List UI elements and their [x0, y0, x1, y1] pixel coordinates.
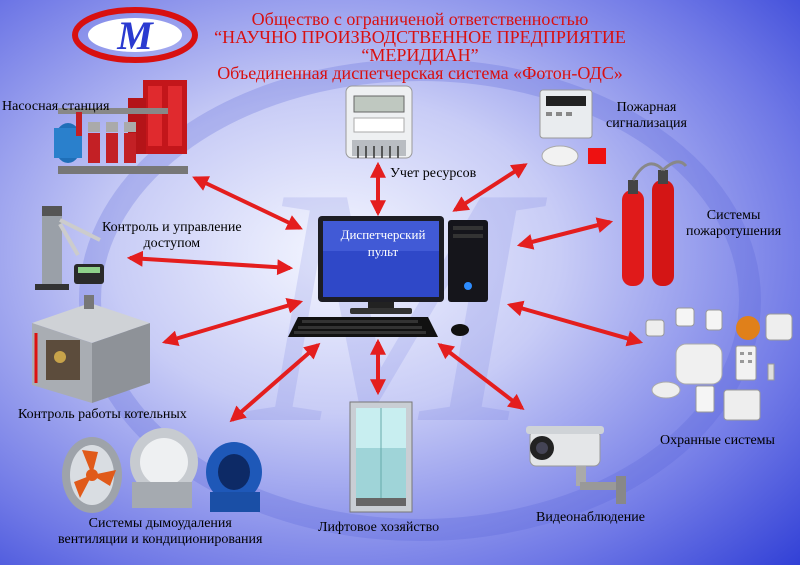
access-control-label-line2: доступом	[143, 236, 201, 251]
company-logo: M	[72, 7, 198, 63]
smoke-ventilation-label-line1: Системы дымоудаления	[88, 516, 232, 531]
video-surveillance-label: Видеонаблюдение	[536, 510, 645, 525]
fire-alarm-image	[539, 89, 606, 167]
boiler-cabinet-image	[32, 295, 150, 403]
fire-alarm-label: Пожарная сигнализация	[606, 100, 687, 132]
access-control-label-line1: Контроль и управление	[102, 220, 242, 235]
fire-extinguishing-label-line1: Системы	[706, 208, 761, 223]
ventilation-fans-image	[62, 428, 262, 513]
smoke-ventilation-label-line2: вентиляции и кондиционирования	[58, 532, 263, 547]
dispatcher-computer	[288, 216, 488, 337]
company-name-line2: “МЕРИДИАН”	[361, 45, 479, 65]
fire-extinguishing-label-line2: пожаротушения	[686, 224, 782, 239]
cctv-camera-image	[526, 426, 626, 504]
dispatcher-console-label: Диспетчерский пульт	[322, 226, 444, 260]
dispatcher-label-line2: пульт	[367, 244, 399, 259]
elevator-label: Лифтовое хозяйство	[318, 520, 440, 535]
elevator-image	[349, 401, 413, 513]
smoke-ventilation-label: Системы дымоудаления вентиляции и кондиц…	[58, 516, 262, 548]
pump-station-image	[54, 80, 188, 174]
security-systems-label: Охранные системы	[660, 433, 775, 448]
resource-metering-label: Учет ресурсов	[390, 166, 477, 181]
fire-extinguishing-cylinders-image	[622, 160, 688, 286]
fire-extinguishing-label: Системы пожаротушения	[686, 208, 781, 240]
access-control-label: Контроль и управление доступом	[102, 220, 242, 252]
logo-letter: M	[116, 13, 154, 58]
energy-meter-image	[345, 85, 413, 159]
pump-station-label: Насосная станция	[2, 99, 110, 114]
fire-alarm-label-line1: Пожарная	[616, 100, 677, 115]
company-name-line1: “НАУЧНО ПРОИЗВОДСТВЕННОЕ ПРЕДПРИЯТИЕ	[214, 27, 626, 47]
turnstile-image	[35, 206, 104, 290]
security-devices-image	[645, 307, 793, 421]
boiler-control-label: Контроль работы котельных	[18, 407, 187, 422]
fire-alarm-label-line2: сигнализация	[606, 116, 687, 131]
company-type: Общество с ограниченой ответственностью	[251, 9, 589, 29]
system-name: Объединенная диспетчерская система «Фото…	[217, 63, 623, 83]
dispatcher-label-line1: Диспетчерский	[340, 227, 426, 242]
